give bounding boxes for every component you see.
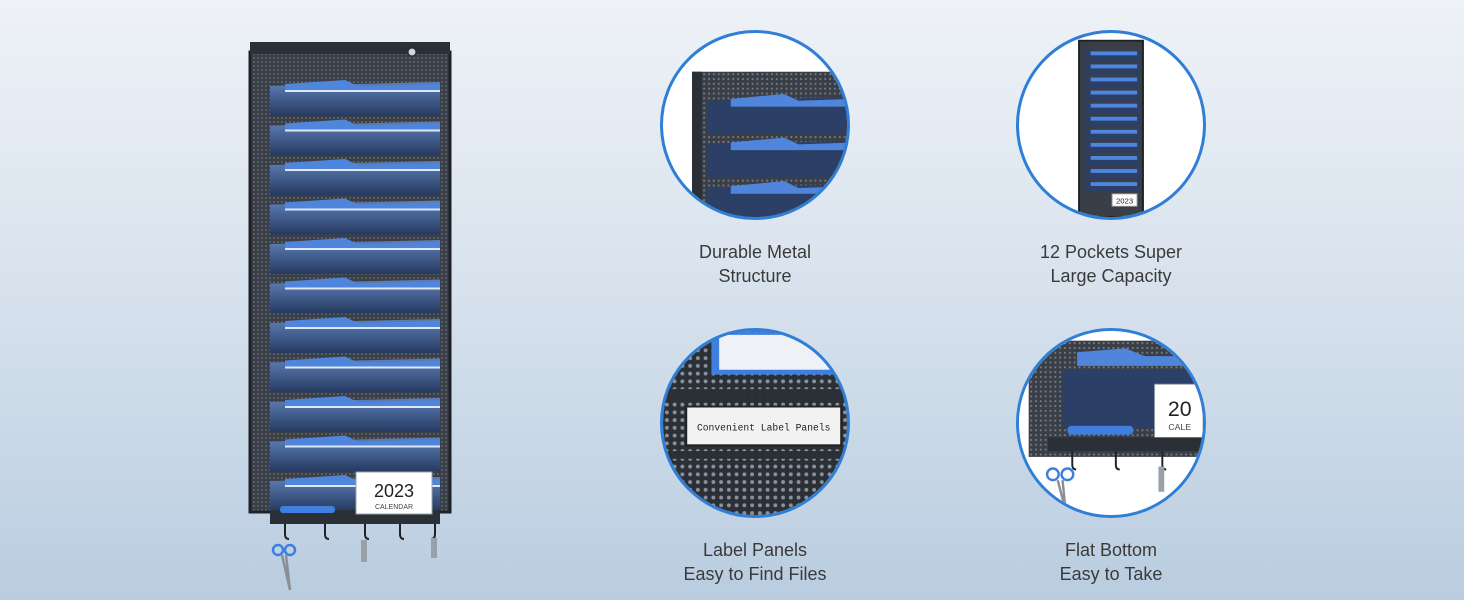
file-pocket <box>1084 141 1140 153</box>
file-folder <box>285 119 440 132</box>
folder-edge <box>285 327 440 329</box>
file-folder <box>1090 116 1138 121</box>
file-folder <box>1090 51 1138 56</box>
calendar-partial-year: 20 <box>1168 397 1192 421</box>
metal-structure-icon <box>660 30 850 220</box>
desk-calendar: 2023 CALENDAR <box>355 471 433 515</box>
file-pocket <box>1084 155 1140 166</box>
label-panel-text: Convenient Label Panels <box>697 423 831 434</box>
feature-caption: Flat Bottom Easy to Take <box>981 538 1241 586</box>
feature-label-panels: Convenient Label Panels Label Panels Eas… <box>625 328 885 586</box>
file-pocket <box>1084 181 1140 192</box>
file-folder <box>1090 77 1138 82</box>
caption-line-2: Structure <box>718 266 792 286</box>
frame-top <box>250 42 450 54</box>
file-folder <box>285 277 440 290</box>
file-folder <box>730 181 847 194</box>
calendar-year: 2023 <box>374 481 414 501</box>
file-pocket <box>1084 50 1140 62</box>
feature-pockets-capacity: 2023 12 Pockets Super Large Capacity <box>981 30 1241 288</box>
folder-edge <box>285 248 440 250</box>
file-folder <box>730 94 847 107</box>
folder-edge <box>285 129 440 132</box>
file-pocket <box>1084 63 1140 75</box>
pockets-overview-icon: 2023 <box>1016 30 1206 220</box>
mounting-hole <box>407 47 417 57</box>
file-folder <box>1090 64 1138 69</box>
calendar-label: CALENDAR <box>375 504 413 511</box>
folder-edge <box>285 406 440 408</box>
folder-edge <box>285 208 440 211</box>
file-pocket <box>1084 102 1140 114</box>
caption-line-1: Durable Metal <box>698 242 812 262</box>
file-folder <box>1090 129 1138 134</box>
folder-edge <box>285 445 440 448</box>
caption-line-2: Easy to Take <box>1059 564 1163 584</box>
caption-line-1: Flat Bottom <box>1064 540 1158 560</box>
file-pocket <box>1084 76 1140 88</box>
folder-edge <box>285 287 440 290</box>
caption-line-2: Easy to Find Files <box>683 564 827 584</box>
file-folder <box>1090 103 1138 108</box>
caption-line-2: Large Capacity <box>1050 266 1172 286</box>
file-pocket <box>1084 168 1140 179</box>
folder-edge <box>285 169 440 171</box>
pen <box>280 506 335 513</box>
caption-line-1: Label Panels <box>702 540 808 560</box>
file-folder <box>285 159 440 171</box>
file-folder <box>285 238 440 250</box>
folder-edge <box>285 366 440 369</box>
file-pocket <box>1084 115 1140 127</box>
caption-line-1: 12 Pockets Super <box>1039 242 1183 262</box>
file-organizer-illustration: 2023 CALENDAR <box>248 42 452 591</box>
file-folder <box>285 198 440 211</box>
feature-metal-structure: Durable Metal Structure <box>625 30 885 288</box>
feature-flat-bottom: 20 CALE Flat Bottom Easy to Take <box>981 328 1241 586</box>
feature-caption: 12 Pockets Super Large Capacity <box>981 240 1241 288</box>
feature-caption: Durable Metal Structure <box>625 240 885 288</box>
file-folder <box>285 435 440 448</box>
mini-calendar-year: 2023 <box>1116 196 1133 205</box>
file-folder <box>1090 142 1138 147</box>
file-pocket <box>1084 128 1140 140</box>
file-folder <box>730 137 847 151</box>
file-folder <box>1090 155 1138 160</box>
file-folder <box>1090 182 1138 187</box>
file-folder <box>1090 90 1138 95</box>
flat-bottom-icon: 20 CALE <box>1016 328 1206 518</box>
calendar-partial-label: CALE <box>1168 422 1191 432</box>
file-folder <box>1090 169 1138 173</box>
file-folder <box>285 317 440 329</box>
file-folder <box>285 80 440 92</box>
file-folder <box>285 396 440 408</box>
file-folder <box>285 356 440 369</box>
hooks <box>284 524 436 540</box>
keys-icon <box>361 538 437 562</box>
feature-caption: Label Panels Easy to Find Files <box>625 538 885 586</box>
folder-edge <box>285 90 440 92</box>
scissors-icon <box>271 543 297 591</box>
label-panel-icon: Convenient Label Panels <box>660 328 850 518</box>
file-organizer-product-image: 2023 CALENDAR <box>240 40 470 595</box>
file-pocket <box>1084 89 1140 101</box>
